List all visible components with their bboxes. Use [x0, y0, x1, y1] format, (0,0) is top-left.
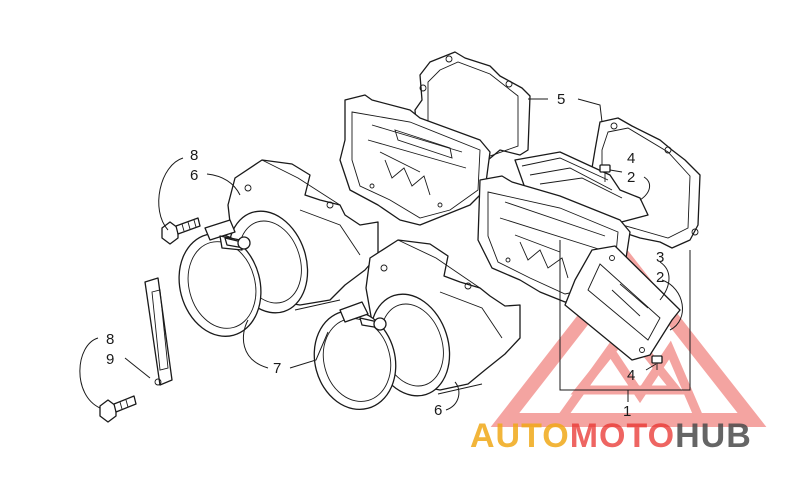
callout-3: 3	[656, 249, 664, 266]
reed-stopper-plate	[564, 245, 681, 361]
screw-upper	[599, 164, 611, 182]
hose-clamp-rear	[178, 219, 262, 337]
callout-2-lower: 2	[656, 269, 664, 286]
reed-block-rear	[339, 94, 491, 226]
callout-1: 1	[623, 403, 631, 420]
callout-8-upper: 8	[190, 147, 198, 164]
screw-lower	[651, 355, 663, 370]
clamp-screw-front	[359, 317, 387, 331]
watermark-auto: AUTO	[470, 417, 570, 455]
watermark-hub: HUB	[675, 417, 752, 455]
clamp-screw-rear	[224, 236, 251, 250]
bolt-upper	[161, 217, 201, 245]
bolt-lower	[99, 395, 137, 423]
bracket-plate	[144, 277, 173, 386]
callout-2-upper: 2	[627, 169, 635, 186]
callout-9: 9	[106, 351, 114, 368]
callout-8-lower: 8	[106, 331, 114, 348]
callout-6-lower: 6	[434, 402, 442, 419]
callout-4-lower: 4	[627, 367, 635, 384]
callout-6-upper: 6	[190, 167, 198, 184]
leader-lines	[79, 98, 691, 411]
callout-4-upper: 4	[627, 150, 635, 167]
watermark-moto: MOTO	[570, 417, 675, 455]
callout-7: 7	[273, 360, 281, 377]
gasket-rear	[414, 51, 531, 167]
hose-clamp-front	[313, 301, 397, 411]
callout-5: 5	[557, 91, 565, 108]
watermark-text: AUTOMOTOHUB	[470, 417, 752, 455]
